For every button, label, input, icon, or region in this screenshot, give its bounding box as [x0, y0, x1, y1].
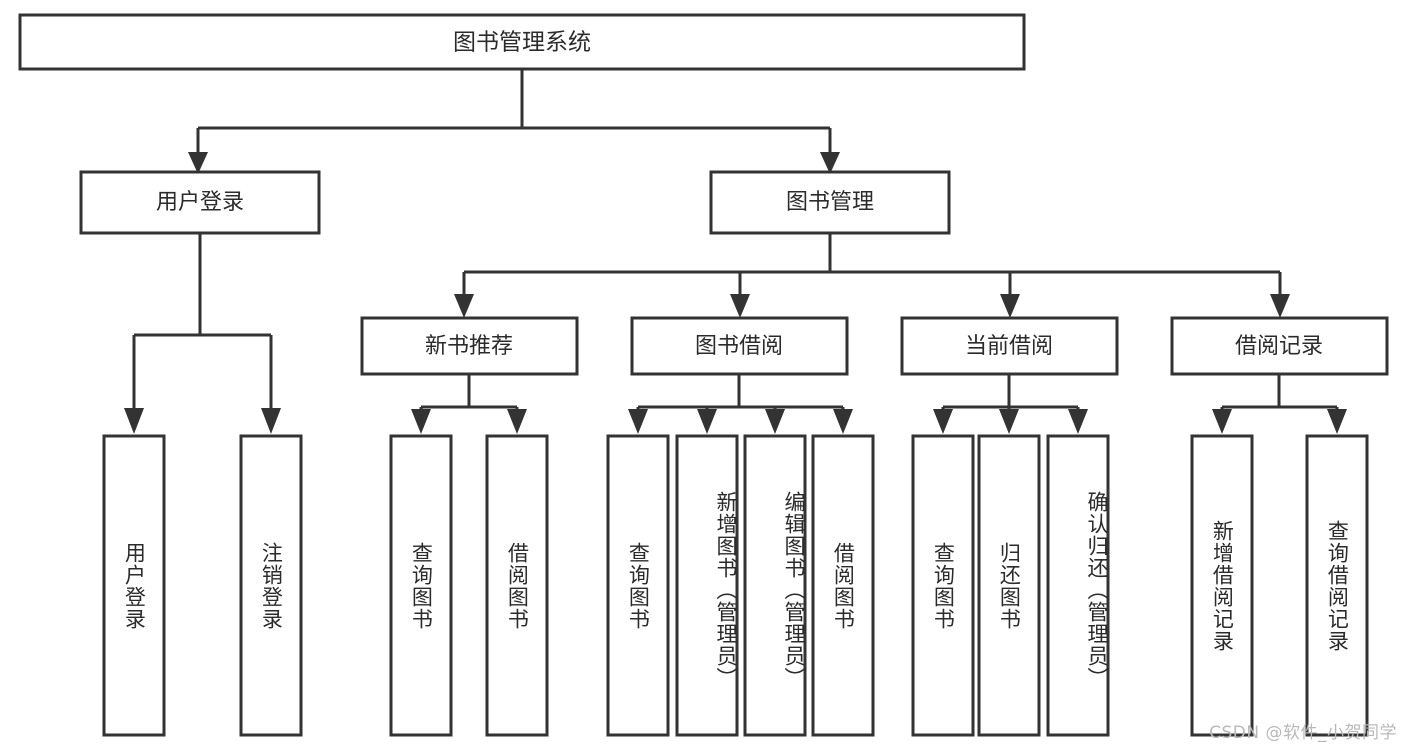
leaf-box-user-logout[interactable] [239, 434, 303, 737]
csdn-watermark: CSDN @软件_小贺同学 [1209, 723, 1397, 743]
node-book-management[interactable]: 图书管理 [709, 170, 951, 235]
node-book-borrow[interactable]: 图书借阅 [630, 316, 849, 376]
leaf-box-borrow-book-2[interactable] [811, 434, 875, 737]
node-user-login[interactable]: 用户登录 [79, 170, 321, 235]
node-borrow-record[interactable]: 借阅记录 [1170, 316, 1389, 376]
node-borrow-record-label: 借阅记录 [1235, 334, 1323, 359]
node-root[interactable]: 图书管理系统 [18, 13, 1026, 71]
arrowhead-leaf-return-book [999, 409, 1019, 434]
leaf-box-query-book-1[interactable] [389, 434, 453, 737]
node-root-box[interactable] [18, 13, 1026, 71]
node-book-borrow-label: 图书借阅 [695, 334, 783, 359]
leaf-box-return-book[interactable] [977, 434, 1041, 737]
node-current-borrow-box[interactable] [900, 316, 1119, 376]
arrowhead-leaf-borrow-book-1 [507, 409, 527, 434]
node-book-management-box[interactable] [709, 170, 951, 235]
arrowhead-leaf-query-book-1 [411, 409, 431, 434]
arrowhead-leaf-add-record [1212, 409, 1232, 434]
node-borrow-record-box[interactable] [1170, 316, 1389, 376]
leaf-box-confirm-return[interactable] [1046, 434, 1110, 737]
node-new-book-recommend-box[interactable] [360, 316, 579, 376]
node-current-borrow[interactable]: 当前借阅 [900, 316, 1119, 376]
arrowhead-book-borrow [730, 294, 750, 318]
node-book-borrow-box[interactable] [630, 316, 849, 376]
leaf-box-query-book-2[interactable] [606, 434, 670, 737]
leaf-box-query-record[interactable] [1305, 434, 1369, 737]
leaf-box-user-login[interactable] [102, 434, 166, 737]
arrowhead-leaf-query-book-3 [933, 409, 953, 434]
node-new-book-recommend-label: 新书推荐 [425, 334, 513, 359]
arrowhead-leaf-query-record [1327, 409, 1347, 434]
arrowhead-leaf-confirm-return [1068, 409, 1088, 434]
node-new-book-recommend[interactable]: 新书推荐 [360, 316, 579, 376]
arrowhead-leaf-query-book-2 [628, 409, 648, 434]
arrowhead-leaf-user-logout [261, 408, 281, 434]
node-user-login-label: 用户登录 [156, 190, 244, 215]
leaf-box-query-book-3[interactable] [911, 434, 975, 737]
arrowhead-book-management [820, 152, 840, 174]
arrowhead-leaf-borrow-book-2 [833, 409, 853, 434]
arrowhead-user-login [188, 152, 208, 174]
node-root-label: 图书管理系统 [453, 30, 591, 56]
arrowhead-leaf-add-book [697, 409, 717, 434]
leaf-box-add-book[interactable] [675, 434, 739, 737]
node-book-management-label: 图书管理 [786, 190, 874, 215]
arrowhead-leaf-edit-book [765, 409, 785, 434]
leaf-box-edit-book[interactable] [743, 434, 807, 737]
node-user-login-box[interactable] [79, 170, 321, 235]
node-current-borrow-label: 当前借阅 [965, 334, 1053, 359]
leaf-box-add-record[interactable] [1190, 434, 1254, 737]
arrowhead-new-book-recommend [454, 294, 474, 318]
arrowhead-current-borrow [1000, 294, 1020, 318]
arrowhead-borrow-record [1270, 294, 1290, 318]
leaf-box-borrow-book-1[interactable] [485, 434, 549, 737]
arrowhead-leaf-user-login [124, 408, 144, 434]
